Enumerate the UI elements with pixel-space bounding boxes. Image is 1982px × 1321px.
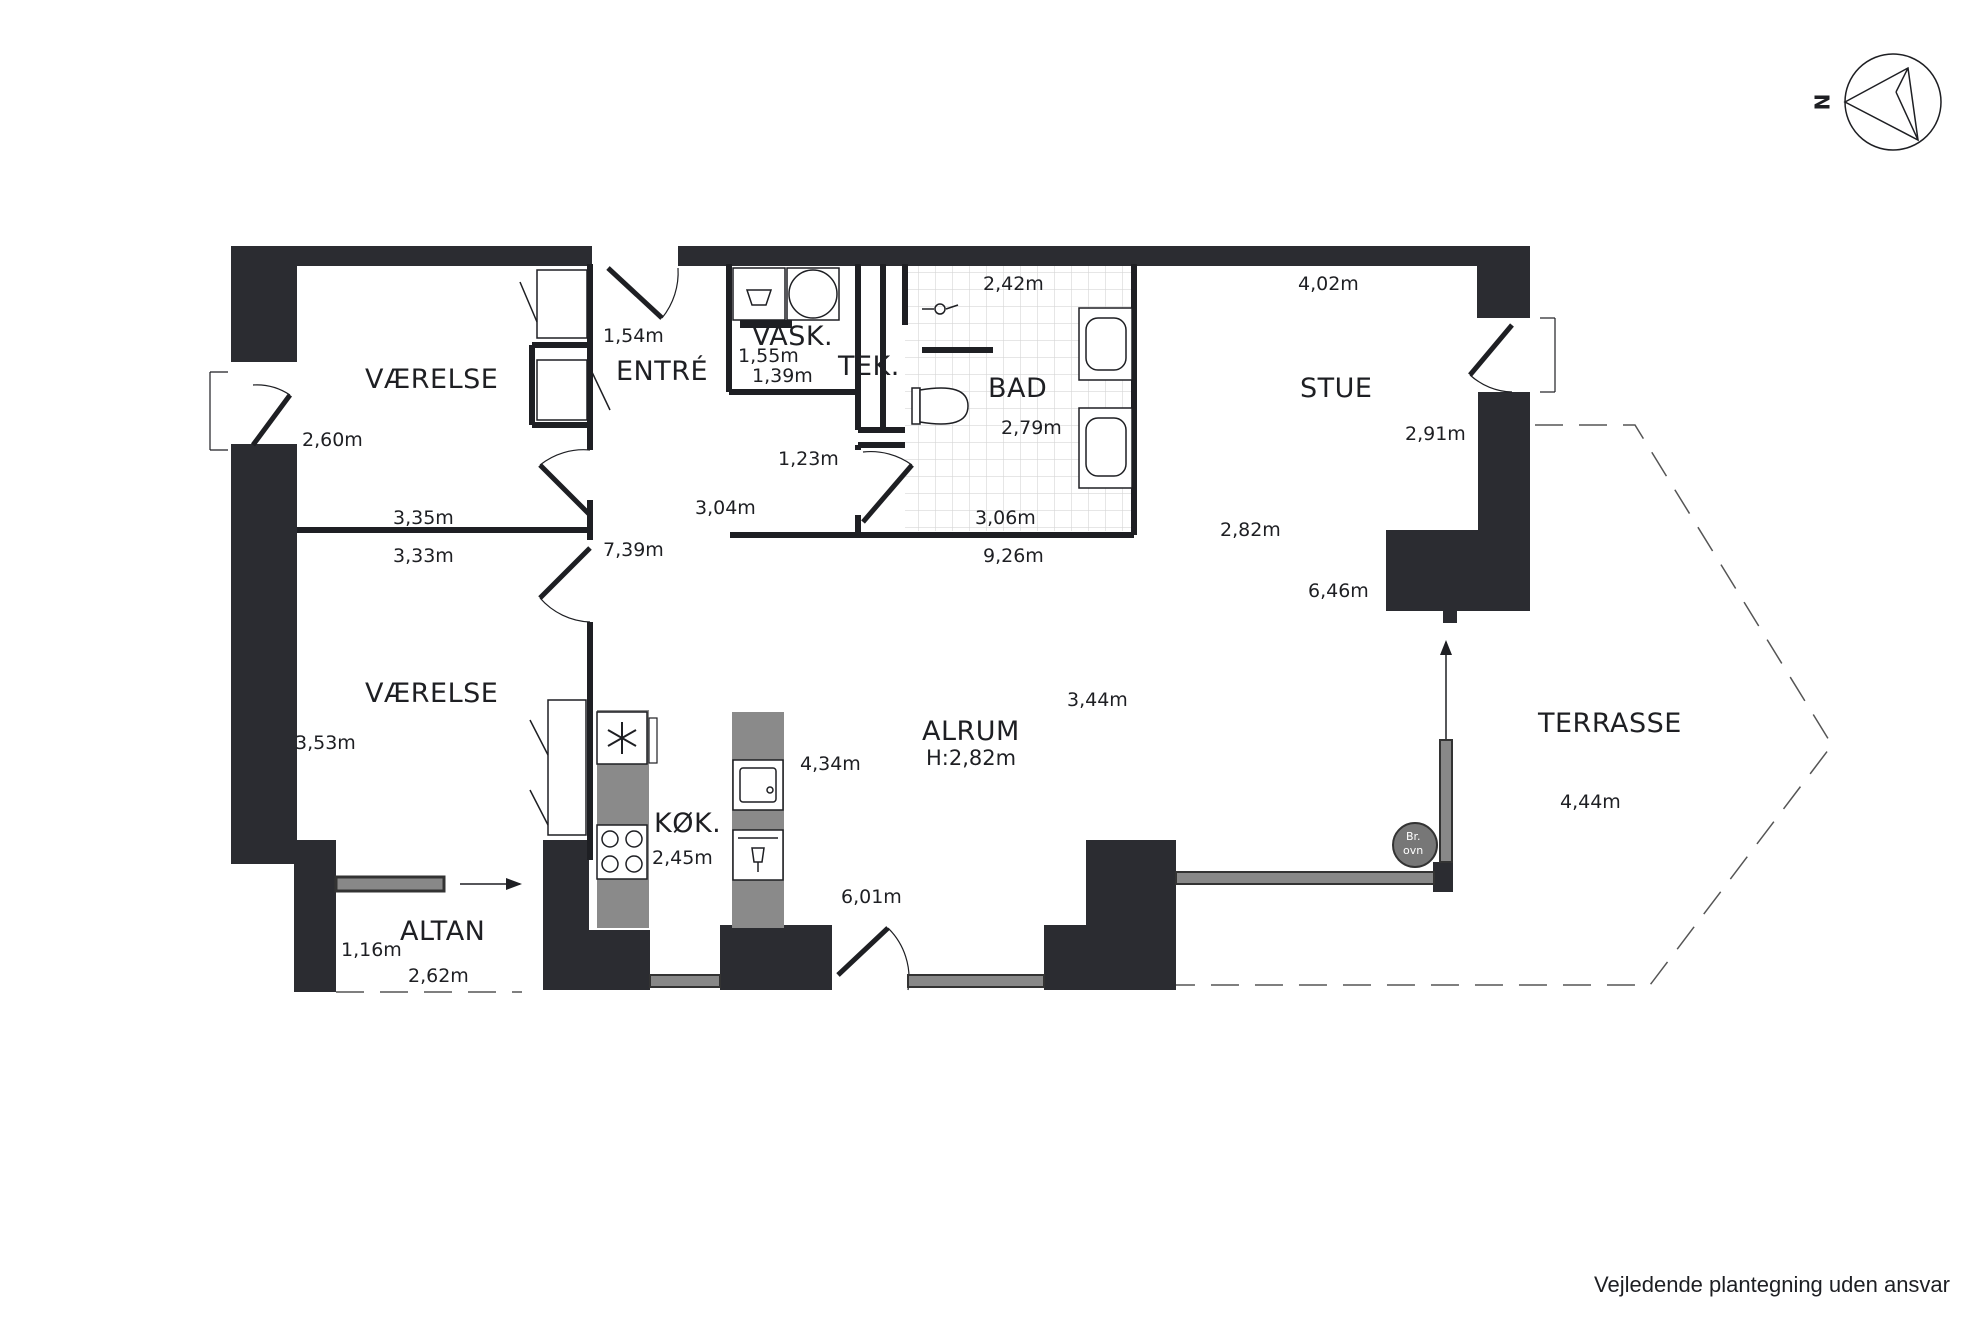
terrace-outline [1132,424,1833,986]
dim-stue-bottom: 6,46m [1308,580,1369,602]
dim-bad-top: 2,42m [983,273,1044,295]
walls [231,246,1530,992]
room-label-bad: BAD [988,373,1047,404]
dim-altan-side: 1,16m [341,939,402,961]
bathroom-fixtures [911,307,1133,489]
room-label-stue: STUE [1300,373,1372,404]
dim-alrum-bottom: 6,01m [841,886,902,908]
laundry-fixtures [732,267,840,328]
shower-icon [922,303,959,315]
dim-vaerelse2-side: 3,53m [295,732,356,754]
dim-entre-top: 1,54m [603,325,664,347]
dim-hall-length: 7,39m [603,539,664,561]
room-label-vaerelse-2: VÆRELSE [365,678,498,709]
oven-icon [1392,822,1438,868]
oven-label-line1: Br. [1406,830,1421,843]
room-label-entre: ENTRÉ [616,355,708,387]
room-label-altan: ALTAN [400,916,485,947]
dim-vaerelse1-bottom: 3,35m [393,507,454,529]
room-label-vask: VASK. [752,321,833,352]
windows [334,739,1453,988]
room-label-alrum: ALRUM [922,716,1020,747]
wardrobes [519,269,611,836]
dim-vaerelse1-side: 2,60m [302,429,363,451]
dishwasher-icon [738,837,778,872]
stove-burners-icon [601,830,643,873]
sink-icon [739,767,777,803]
dim-stue-mid: 2,82m [1220,519,1281,541]
dim-altan-width: 2,62m [408,965,469,987]
room-label-tek: TEK. [837,351,900,382]
dim-tek-side: 1,23m [778,448,839,470]
dim-bad-bottom: 3,06m [975,507,1036,529]
room-label-alrum-height: H:2,82m [926,746,1016,770]
dim-stue-side: 2,91m [1405,423,1466,445]
dim-vaerelse2-top: 3,33m [393,545,454,567]
dim-stue-top: 4,02m [1298,273,1359,295]
dim-alrum-mid: 3,44m [1067,689,1128,711]
dim-terrasse-side: 4,44m [1560,791,1621,813]
dim-kok-side: 4,34m [800,753,861,775]
interior-walls [297,264,1137,860]
dim-vask-width: 1,55m [738,345,799,367]
dim-entre-side: 3,04m [695,497,756,519]
oven-label-line2: ovn [1403,844,1423,857]
doors [209,266,1556,991]
dim-alrum-top: 9,26m [983,545,1044,567]
room-label-terrasse: TERRASSE [1537,708,1682,739]
snowflake-icon [607,722,637,754]
compass-icon [1843,53,1942,151]
room-label-vaerelse-1: VÆRELSE [365,364,498,395]
compass-north-label: N [1811,94,1835,111]
room-label-kok: KØK. [654,808,721,839]
dim-bad-side: 2,79m [1001,417,1062,439]
disclaimer-text: Vejledende plantegning uden ansvar [1594,1272,1950,1297]
dim-vask-depth: 1,39m [752,365,813,387]
dim-kok-width: 2,45m [652,847,713,869]
